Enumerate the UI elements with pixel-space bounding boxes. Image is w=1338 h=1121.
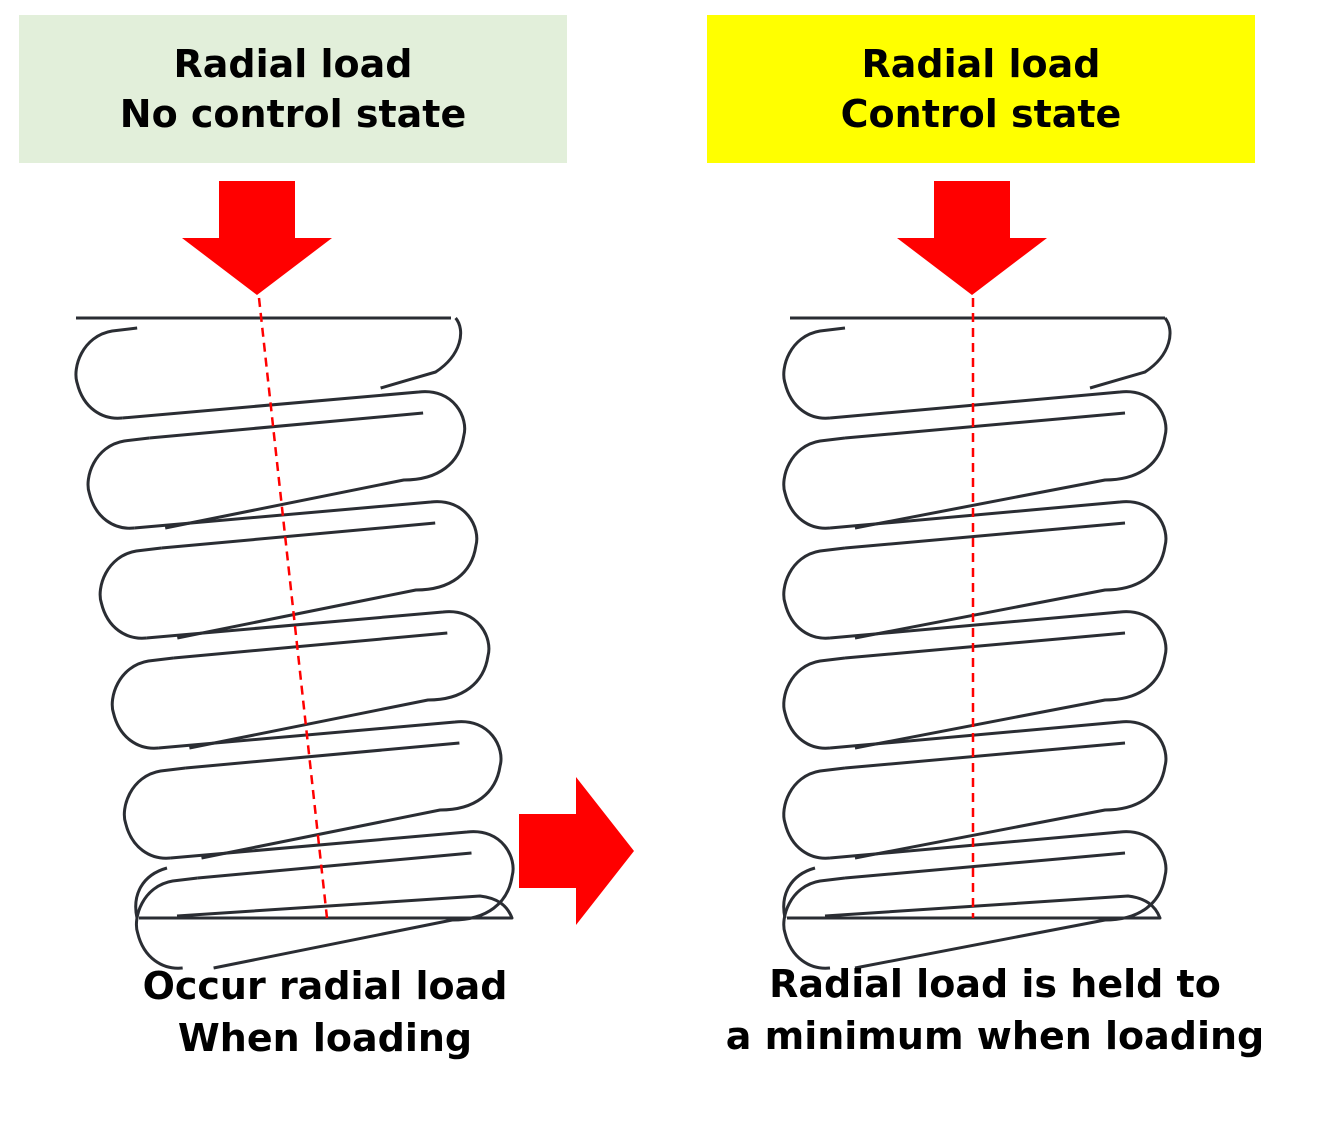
left-tilted-axis-line [257,297,329,919]
right-arrow-icon [519,777,634,925]
right-caption: Radial load is held to a minimum when lo… [700,958,1290,1062]
right-caption-line2: a minimum when loading [725,1014,1265,1058]
right-title-line2: Control state [840,92,1122,136]
left-caption-line1: Occur radial load [142,964,508,1008]
right-title-box: Radial load Control state [707,15,1255,163]
left-title-line1: Radial load [173,42,413,86]
left-caption-line2: When loading [177,1016,473,1060]
right-caption-line1: Radial load is held to [769,962,1221,1006]
left-caption: Occur radial load When loading [60,960,590,1064]
left-spring-tilted [74,316,515,970]
left-title-box: Radial load No control state [19,15,567,163]
right-title-line1: Radial load [861,42,1101,86]
left-title-line2: No control state [119,92,467,136]
left-load-down-arrow-icon [182,181,332,295]
right-load-down-arrow-icon [897,181,1047,295]
right-spring-straight [782,316,1172,970]
